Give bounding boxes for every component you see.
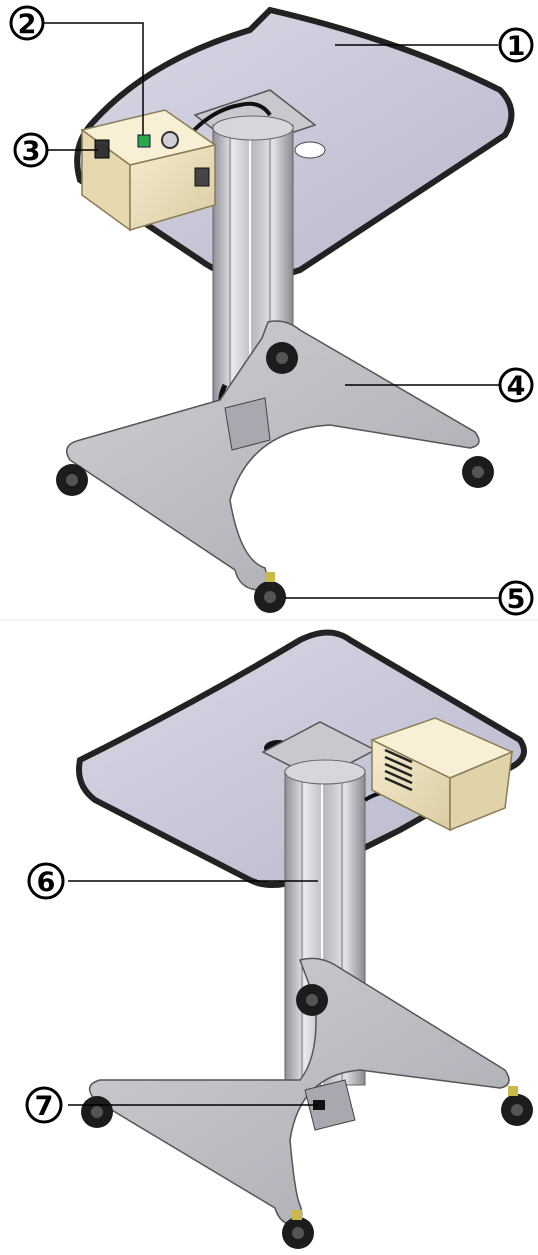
status-light [137,134,151,148]
power-switch [94,139,110,159]
callout-2: 2 [9,5,45,41]
caster [282,1210,314,1249]
callout-4: 4 [498,367,534,403]
callout-1-label: 1 [507,31,526,62]
caster [296,984,328,1016]
vent-grille [384,748,413,792]
base-plate [65,320,480,591]
connector-bracket [304,1079,356,1131]
callout-4-label: 4 [507,371,526,402]
callout-7-label: 7 [35,1091,54,1122]
caster [266,342,298,374]
callout-5: 5 [498,580,534,616]
lower-view: 6 7 [25,629,533,1249]
callout-7: 7 [25,1086,63,1124]
caster [501,1086,533,1126]
usb-port [313,1100,325,1110]
callout-5-label: 5 [507,584,526,615]
callout-2-label: 2 [18,9,37,40]
callout-3-label: 3 [22,136,41,167]
callout-3: 3 [13,132,49,168]
callout-1: 1 [498,27,534,63]
callout-6-label: 6 [37,867,56,898]
upper-view: 1 2 3 4 5 [9,5,534,616]
callout-6: 6 [27,862,65,900]
control-box [80,109,217,232]
base-plate [88,957,510,1226]
caster [254,572,286,613]
control-box [370,717,514,832]
caster [56,464,88,496]
caster [81,1096,113,1128]
caster [462,456,494,488]
